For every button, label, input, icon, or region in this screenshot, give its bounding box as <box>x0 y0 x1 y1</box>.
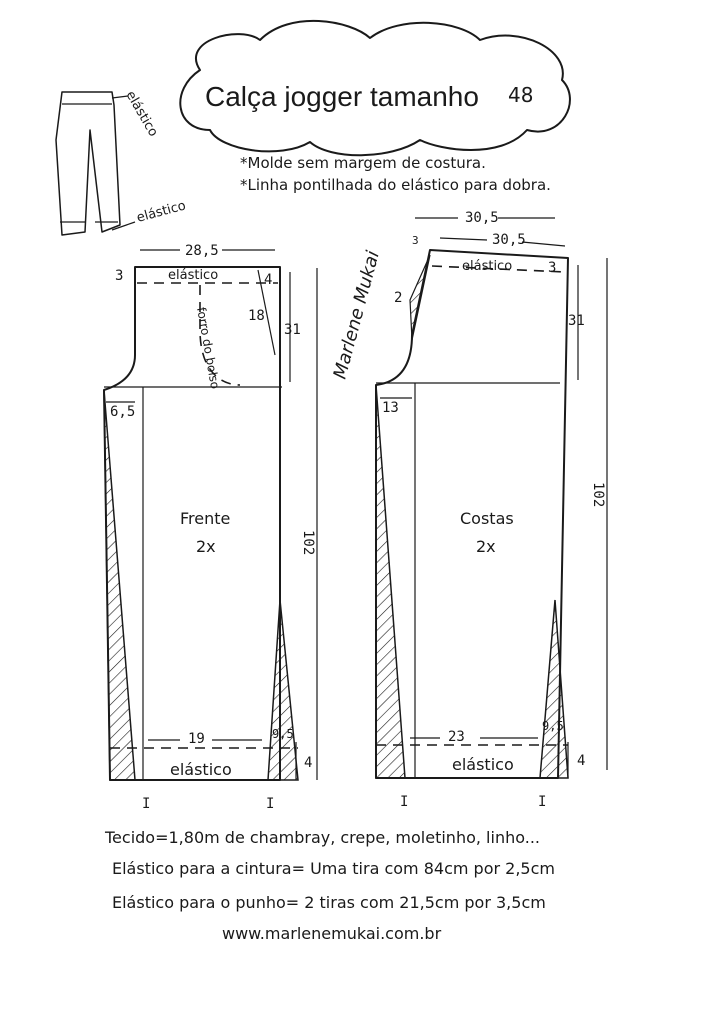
front-name: Frente <box>180 509 230 528</box>
back-hem-side: 9,5 <box>542 719 564 733</box>
pants-sketch: elástico elástico <box>55 89 188 236</box>
back-cuff-height: 4 <box>577 753 585 769</box>
back-dart: 2 <box>394 290 402 306</box>
footer-fabric: Tecido=1,80m de chambray, crepe, moletin… <box>104 828 540 847</box>
back-crotch: 13 <box>382 400 399 416</box>
back-cuff-label: elástico <box>452 755 514 774</box>
front-count: 2x <box>196 537 216 556</box>
pattern-title: Calça jogger tamanho <box>205 81 479 112</box>
front-waist-width: 28,5 <box>185 243 219 259</box>
front-pocket-lining-label: forro do bolso <box>194 306 222 390</box>
back-name: Costas <box>460 509 514 528</box>
front-length: 102 <box>300 530 316 555</box>
size-label: 48 <box>508 83 533 107</box>
back-hem-width: 23 <box>448 729 465 745</box>
back-rise: 31 <box>568 313 585 329</box>
front-rise: 31 <box>284 322 301 338</box>
front-waist-elastic-label: elástico <box>168 268 218 283</box>
front-pocket-depth: 18 <box>248 308 265 324</box>
front-cuff-height: 4 <box>304 755 312 771</box>
back-length: 102 <box>590 482 606 507</box>
back-waist-elastic-label: elástico <box>462 259 512 274</box>
footer-website: www.marlenemukai.com.br <box>222 924 442 943</box>
back-raise: 3 <box>412 234 419 247</box>
back-grain-left: I <box>400 794 408 810</box>
back-grain-right: I <box>538 794 546 810</box>
back-waist-width: 30,5 <box>492 232 526 248</box>
back-piece: 30,5 30,5 3 2 elástico 3 31 13 102 Costa… <box>375 210 608 810</box>
front-hem-side: 9,5 <box>272 727 294 741</box>
sketch-cuff-label: elástico <box>135 198 187 225</box>
back-waist-elastic-height: 3 <box>548 260 556 276</box>
front-piece: 28,5 3 elástico 4 18 forro do bolso 31 6… <box>103 243 318 812</box>
footer-cuff-elastic: Elástico para o punho= 2 tiras com 21,5c… <box>112 893 546 912</box>
front-grain-left: I <box>142 796 150 812</box>
front-cuff-label: elástico <box>170 760 232 779</box>
footer-waist-elastic: Elástico para a cintura= Uma tira com 84… <box>112 859 555 878</box>
front-grain-right: I <box>266 796 274 812</box>
front-crotch: 6,5 <box>110 404 135 420</box>
title-cloud: Calça jogger tamanho 48 <box>179 20 571 157</box>
sketch-waist-label: elástico <box>123 89 161 140</box>
front-hem-width: 19 <box>188 731 205 747</box>
back-waist-width-outer: 30,5 <box>465 210 499 226</box>
note-elastic-fold: *Linha pontilhada do elástico para dobra… <box>240 176 551 194</box>
signature: Marlene Mukai <box>330 249 384 382</box>
front-pocket-top: 4 <box>264 272 272 288</box>
front-waist-elastic-height: 3 <box>115 268 123 284</box>
note-seam-allowance: *Molde sem margem de costura. <box>240 154 486 172</box>
back-count: 2x <box>476 537 496 556</box>
